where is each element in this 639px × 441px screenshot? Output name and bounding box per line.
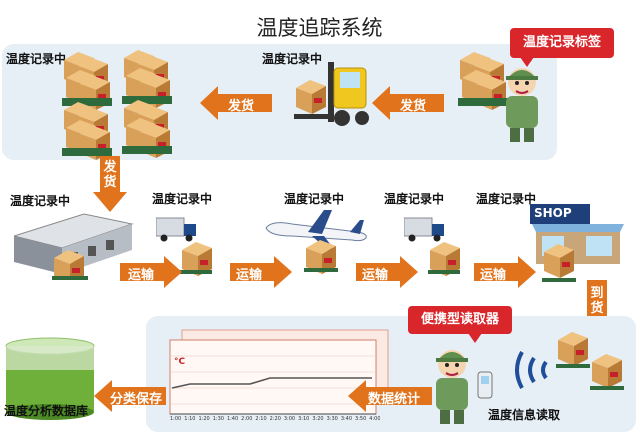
- shop-sign-text: SHOP: [534, 206, 572, 220]
- page-title: 温度追踪系统: [256, 16, 383, 40]
- chart-tick-label: 1:30: [212, 416, 224, 422]
- tag-callout: 温度记录标签: [510, 28, 614, 67]
- record-label-truck-2: 温度记录中: [384, 192, 445, 206]
- save-arrow-label: 分类保存: [110, 392, 163, 407]
- reader-worker-icon: [435, 349, 493, 425]
- shop-icon: [530, 204, 624, 282]
- transport-arrow-1: [120, 256, 182, 288]
- ship-down-arrow-label: 发货: [103, 160, 117, 190]
- chart-tick-label: 1:40: [226, 416, 239, 422]
- transport-arrow-4-label: 运输: [480, 268, 507, 283]
- record-label-forklift: 温度记录中: [262, 52, 323, 66]
- signal-waves-icon: [515, 351, 548, 389]
- chart-tick-label: 2:10: [255, 416, 267, 422]
- transport-arrow-3-label: 运输: [362, 268, 389, 283]
- reader-callout: 便携型读取器: [408, 306, 512, 343]
- truck-icon-1: [156, 217, 212, 276]
- chart-tick-label: 1:20: [198, 416, 210, 422]
- truck-icon-2: [404, 217, 460, 276]
- transport-arrow-1-label: 运输: [128, 268, 155, 283]
- database-label: 温度分析数据库: [4, 404, 89, 418]
- chart-tick-label: 2:00: [241, 416, 253, 422]
- transport-arrow-2: [230, 256, 292, 288]
- database-icon: [5, 337, 95, 420]
- stats-arrow: [348, 380, 432, 412]
- transport-arrow-4: [474, 256, 536, 288]
- record-label-plane: 温度记录中: [284, 192, 345, 206]
- record-label-shop: 温度记录中: [476, 192, 537, 206]
- chart-tick-label: 3:50: [355, 416, 367, 422]
- ship-down-arrow: [93, 156, 127, 212]
- arrived-boxes-icon: [556, 332, 624, 390]
- chart-tick-label: 4:00: [369, 416, 380, 422]
- ship-arrow-left: [200, 86, 272, 120]
- ship-arrow-left-label: 发货: [228, 99, 255, 114]
- transport-arrow-3: [356, 256, 418, 288]
- chart-tick-label: 3:00: [283, 416, 296, 422]
- chart-unit: °C: [174, 357, 186, 367]
- pallet-stack-group: [58, 50, 188, 160]
- record-label-warehouse: 温度记录中: [10, 194, 71, 208]
- ship-arrow-right-label: 发货: [400, 99, 427, 114]
- chart-tick-label: 3:40: [340, 416, 353, 422]
- temperature-chart: [169, 329, 389, 415]
- chart-tick-label: 3:30: [326, 416, 338, 422]
- airplane-icon: [265, 210, 367, 274]
- chart-tick-label: 1:10: [184, 416, 196, 422]
- reading-label: 温度信息读取: [488, 408, 561, 422]
- chart-tick-label: 1:00: [170, 416, 182, 422]
- chart-tick-label: 2:20: [269, 416, 281, 422]
- record-label-truck-1: 温度记录中: [152, 192, 213, 206]
- stats-arrow-label: 数据统计: [368, 392, 421, 407]
- ship-arrow-right: [372, 86, 444, 120]
- forklift-icon: [294, 62, 369, 126]
- transport-arrow-2-label: 运输: [236, 268, 263, 283]
- arrive-down-arrow-label: 到货: [590, 286, 604, 316]
- save-arrow: [94, 380, 166, 412]
- warehouse-icon: [14, 213, 134, 280]
- chart-tick-label: 3:10: [298, 416, 310, 422]
- tagging-worker-icon: [456, 50, 539, 143]
- chart-tick-label: 3:20: [312, 416, 324, 422]
- record-label-warehouse-top: 温度记录中: [6, 52, 67, 66]
